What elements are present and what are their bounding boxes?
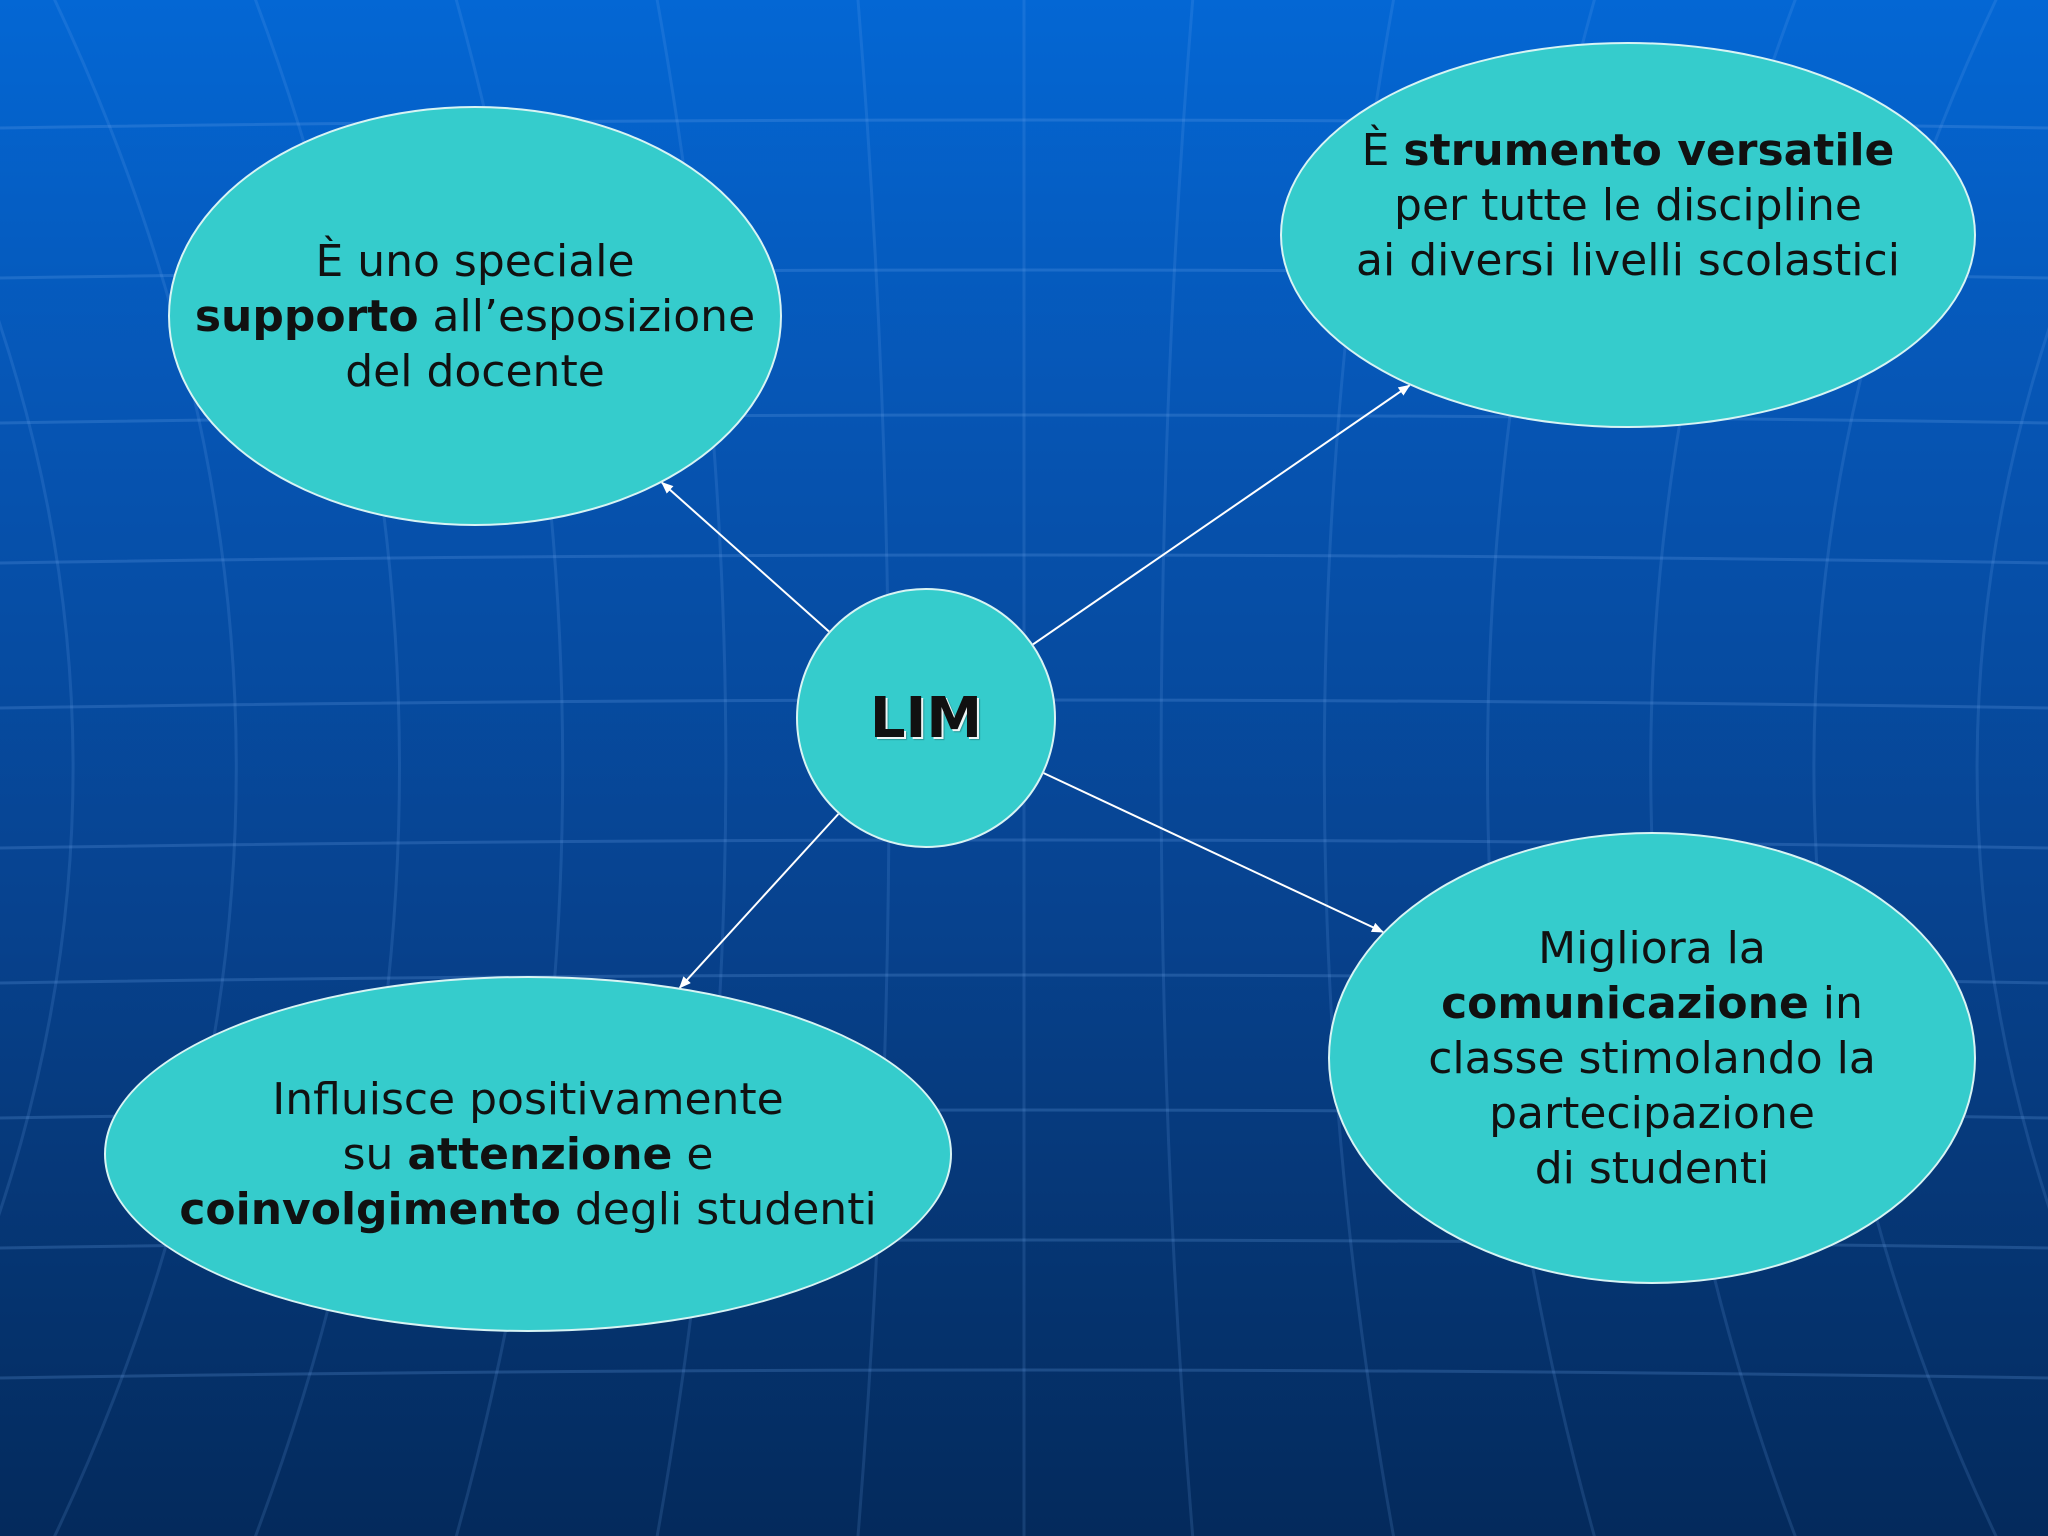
text-run: È [1361,124,1404,176]
bold-text: attenzione [407,1128,673,1180]
text-line: classe stimolando la [1428,1031,1876,1086]
bold-text: strumento versatile [1403,124,1895,176]
text-run: È uno speciale [315,235,635,287]
text-line: partecipazione [1428,1086,1876,1141]
connector-arrow-supporto [661,481,830,633]
text-run: in [1808,977,1863,1029]
text-run: ai diversi livelli scolastici [1356,234,1900,286]
bold-text: coinvolgimento [179,1183,561,1235]
center-node-lim: LIM [796,588,1056,848]
text-line: Migliora la [1428,921,1876,976]
text-line: di studenti [1428,1141,1876,1196]
grid-line [0,319,75,1217]
grid-line [1159,0,1195,1536]
text-line: del docente [195,344,755,399]
text-line: supporto all’esposizione [195,289,755,344]
text-run: degli studenti [560,1183,877,1235]
grid-line [52,0,238,1536]
text-run: Influisce positivamente [272,1073,784,1125]
text-line: È strumento versatile [1356,123,1900,178]
grid-line [0,1368,2048,1380]
grid-line [1975,327,2048,1209]
text-line: per tutte le discipline [1356,178,1900,233]
text-run: all’esposizione [418,290,756,342]
text-run: partecipazione [1489,1087,1815,1139]
text-run: classe stimolando la [1428,1032,1876,1084]
connector-arrow-migliora [1043,772,1384,933]
text-run: e [672,1128,714,1180]
text-line: ai diversi livelli scolastici [1356,233,1900,288]
text-run: per tutte le discipline [1394,179,1862,231]
text-run: Migliora la [1538,922,1766,974]
text-line: È uno speciale [195,234,755,289]
bold-text: supporto [194,290,419,342]
text-line: comunicazione in [1428,976,1876,1031]
connector-arrow-influisce [678,813,840,989]
text-line: Influisce positivamente [179,1072,876,1127]
text-run: di studenti [1534,1142,1770,1194]
text-line: coinvolgimento degli studenti [179,1182,876,1237]
text-run: su [342,1128,408,1180]
text-run: del docente [345,345,605,397]
bold-text: comunicazione [1441,977,1809,1029]
connector-arrow-strumento [1032,384,1411,646]
text-line: su attenzione e [179,1127,876,1182]
center-node-label: LIM [869,685,983,751]
grid-line [0,553,2048,565]
